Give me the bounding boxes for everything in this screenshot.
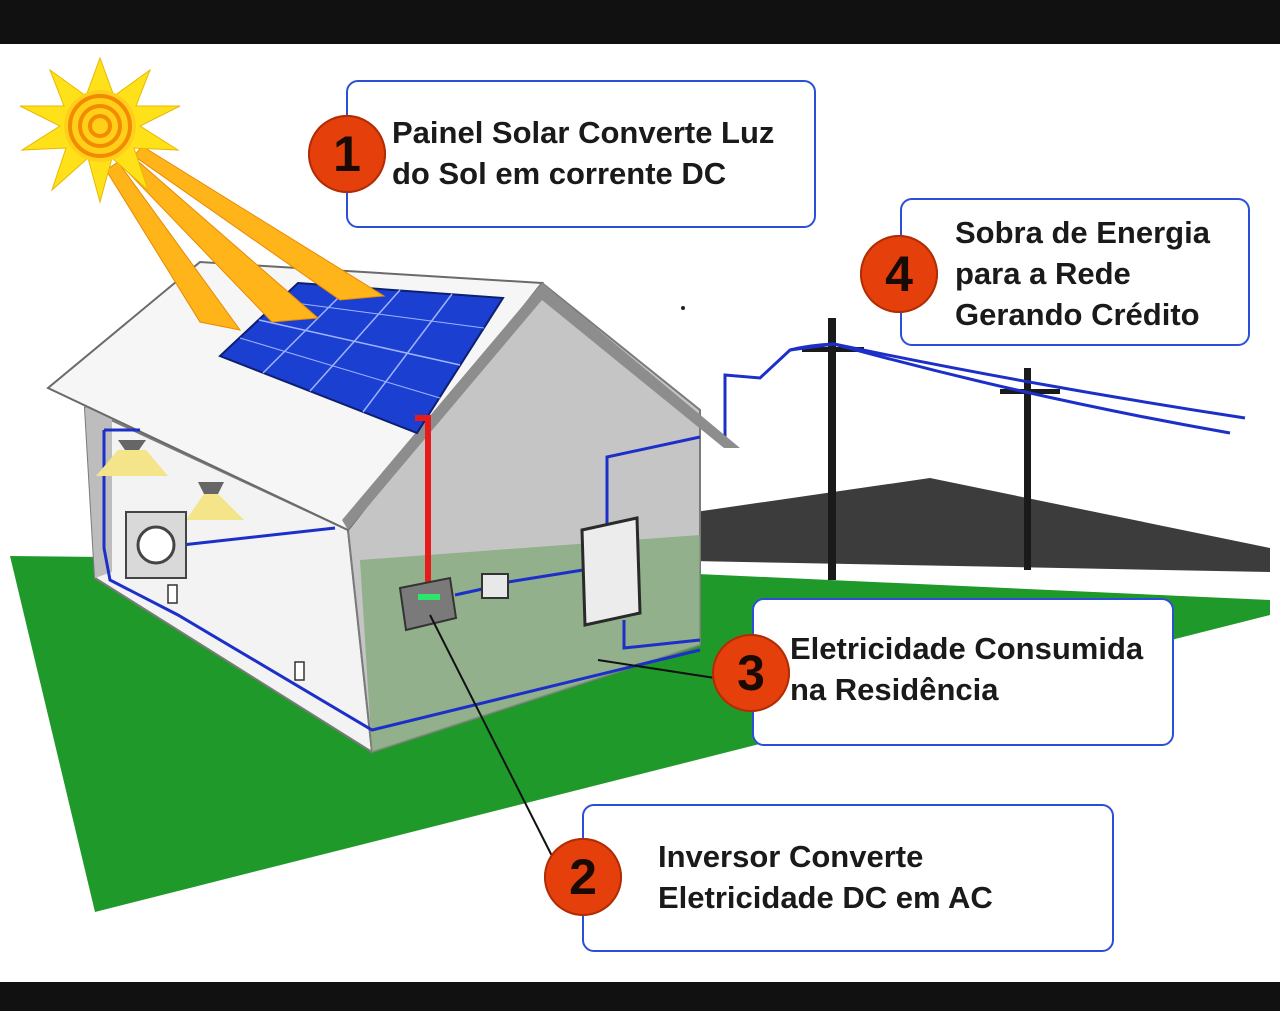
callout-box-4 [900,198,1250,346]
callout-box-1 [346,80,816,228]
step-badge-3: 3 [712,634,790,712]
callout-text-2: Inversor Converte Eletricidade DC em AC [658,836,993,918]
outlet-icon [167,584,178,604]
top-frame-bar [0,0,1280,44]
callout-line: Painel Solar Converte Luz [392,115,775,150]
callout-box-3 [752,598,1174,746]
house-wiring [102,415,701,732]
callout-line: Sobra de Energia [955,215,1210,250]
callout-line: Gerando Crédito [955,297,1200,332]
sun-icon [19,56,181,204]
step-badge-2: 2 [544,838,622,916]
callout-text-4: Sobra de Energia para a Rede Gerando Cré… [955,212,1210,335]
disconnect-switch-icon [481,573,509,599]
callout-line: Eletricidade DC em AC [658,880,993,915]
callout-text-3: Eletricidade Consumida na Residência [790,628,1143,710]
callout-line: do Sol em corrente DC [392,156,727,191]
leader-line-inverter [429,614,554,859]
callout-line: Inversor Converte [658,839,924,874]
callout-line: Eletricidade Consumida [790,631,1144,666]
callout-text-1: Painel Solar Converte Luz do Sol em corr… [392,112,774,194]
callout-box-2 [582,804,1114,952]
hill [640,478,1270,572]
stray-dot [681,306,685,310]
leader-line-consumption [597,659,716,679]
callout-line: para a Rede [955,256,1131,291]
bottom-frame-bar [0,982,1280,1011]
callout-line: na Residência [790,672,999,707]
outlet-icon [294,661,305,681]
distribution-panel-icon [580,516,642,627]
inverter-icon [398,576,458,632]
ceiling-lamp-icon [96,440,244,520]
step-badge-1: 1 [308,115,386,193]
meter-icon [125,511,187,579]
utility-pole-icon [723,318,1246,580]
step-badge-4: 4 [860,235,938,313]
sun-rays [105,145,386,331]
